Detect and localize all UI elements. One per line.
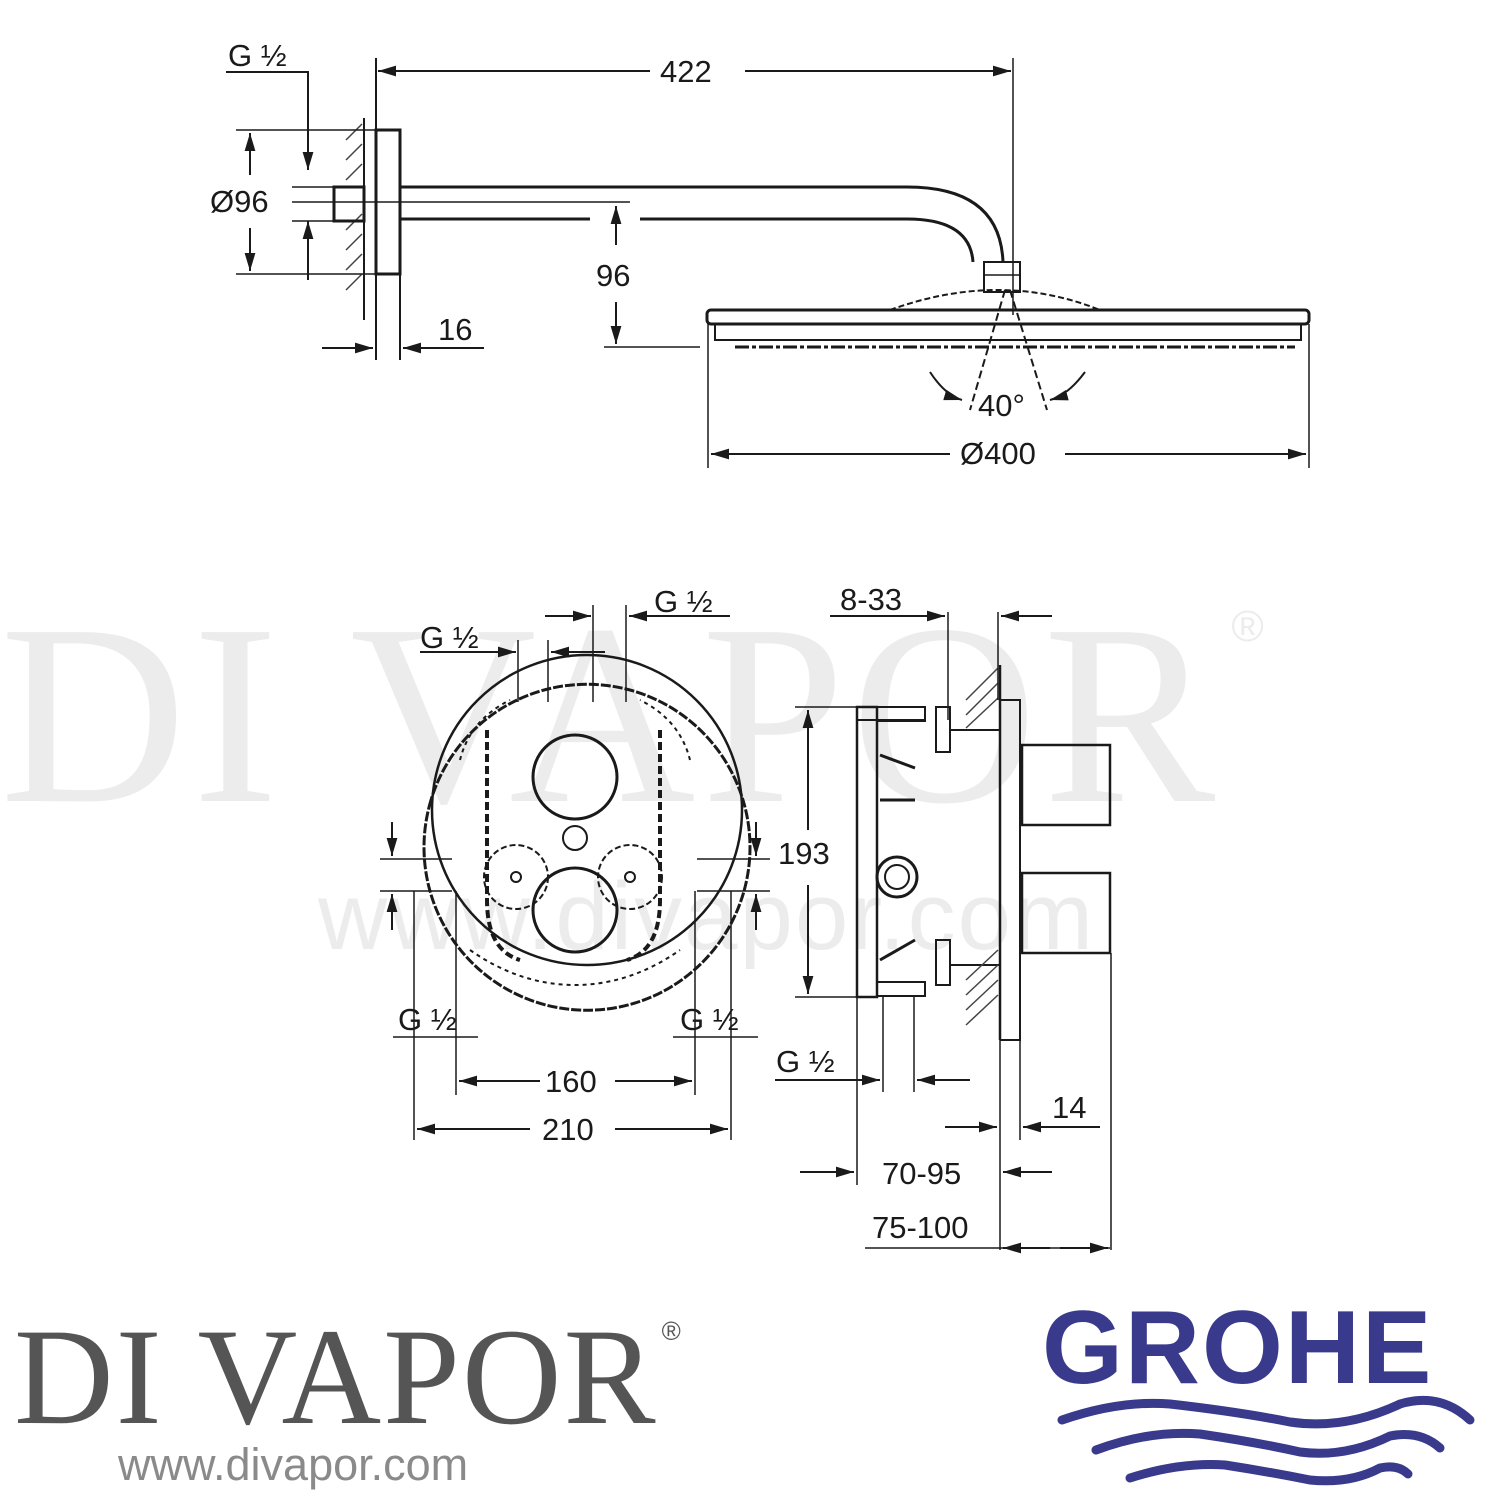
label-inner-spacing: 160 (545, 1064, 597, 1099)
label-thread-top-right: G ½ (654, 584, 713, 619)
label-arm-length: 422 (660, 54, 712, 89)
label-install-depth-max: 75-100 (872, 1210, 969, 1245)
watermark-brand: DI VAPOR® (0, 585, 1500, 843)
divapor-logo: DI VAPOR® (14, 1308, 683, 1446)
grohe-logo-text: GROHE (1042, 1290, 1434, 1406)
label-install-depth-min: 70-95 (882, 1156, 962, 1191)
valve-front-drawing (380, 605, 770, 1140)
grohe-waves-icon (1057, 1395, 1475, 1486)
label-wall-range: 8-33 (840, 582, 903, 617)
watermark-url: www.divapor.com (318, 863, 1095, 970)
label-thread-bottom-left: G ½ (398, 1002, 457, 1037)
label-flange-depth: 16 (438, 312, 473, 347)
label-head-diameter: Ø400 (960, 436, 1036, 471)
watermark-registered-mark: ® (1231, 602, 1270, 651)
shower-arm-drawing (226, 58, 1311, 468)
label-spray-angle: 40° (978, 388, 1025, 423)
label-outer-width: 210 (542, 1112, 594, 1147)
label-thread-outlet: G ½ (776, 1044, 835, 1079)
watermark-brand-text: DI VAPOR (0, 571, 1222, 857)
label-flange-diameter: Ø96 (210, 184, 269, 219)
label-trim-depth: 14 (1052, 1090, 1087, 1125)
label-thread-inlet: G ½ (228, 38, 287, 73)
label-thread-bottom-right: G ½ (680, 1002, 739, 1037)
label-thread-top-left: G ½ (420, 620, 479, 655)
divapor-url: www.divapor.com (118, 1439, 469, 1490)
divapor-logo-text: DI VAPOR (14, 1300, 658, 1453)
label-drop-height: 96 (596, 258, 631, 293)
label-height: 193 (778, 836, 830, 871)
valve-side-drawing (775, 610, 1112, 1254)
grohe-logo: GROHE (1042, 1296, 1488, 1400)
divapor-registered-mark: ® (661, 1316, 683, 1346)
